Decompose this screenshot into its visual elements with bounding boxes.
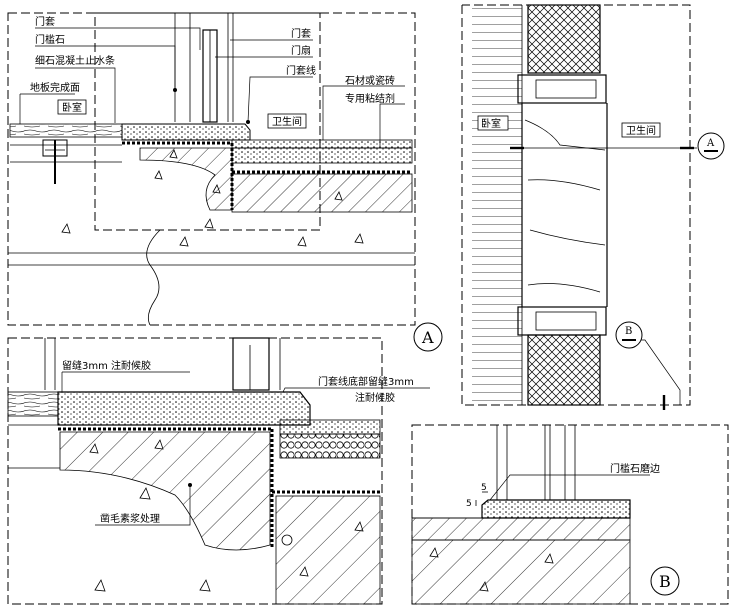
section-b-text: B — [625, 326, 632, 337]
label-concrete-waterstop: 细石混凝土止水条 — [35, 54, 115, 67]
detail-threshold-stone — [57, 391, 311, 426]
threshold-stone — [121, 123, 251, 141]
marker-a-circle — [413, 322, 443, 352]
section-a-circle — [697, 132, 725, 160]
section-b-circle — [615, 321, 643, 349]
detail-a-callout-frame — [94, 12, 321, 231]
label-door-cover: 门套 — [35, 15, 55, 28]
plan-frame — [461, 4, 691, 406]
marker-b-text: B — [659, 572, 671, 591]
main-section-view: 门套 门槛石 细石混凝土止水条 地板完成面 卧室 门套 门扇 门套线 石材或瓷砖… — [7, 12, 443, 352]
section-a-text: A — [706, 138, 715, 149]
label-gap-sealant: 留缝3mm 注耐候胶 — [62, 359, 151, 372]
main-view-frame — [7, 12, 416, 326]
upper-jamb — [527, 4, 601, 74]
label-stone-or-tile: 石材或瓷砖 — [345, 74, 395, 87]
label-door-trim: 门套线 — [286, 64, 316, 77]
plan-label-bathroom: 卫生间 — [626, 124, 656, 137]
lower-jamb — [527, 334, 601, 406]
label-door-leaf: 门扇 — [291, 44, 311, 57]
plan-view: A B 卧室 卫生间 — [461, 4, 725, 410]
label-bathroom: 卫生间 — [272, 115, 302, 128]
label-bedroom: 卧室 — [62, 101, 82, 114]
concrete-waterstop-slab — [139, 147, 233, 211]
plan-label-bedroom: 卧室 — [481, 117, 501, 130]
bedroom-wood-floor — [9, 123, 123, 138]
dim-5-side: 5 — [466, 499, 472, 509]
label-trim-gap-1: 门套线底部留缝3mm — [318, 375, 414, 388]
main-leaders — [19, 27, 405, 148]
detail-a-view: 留缝3mm 注耐候胶 门套线底部留缝3mm 注耐候胶 凿毛素浆处理 — [7, 337, 430, 605]
label-roughen: 凿毛素浆处理 — [100, 512, 160, 525]
label-floor-finish: 地板完成面 — [30, 81, 80, 94]
label-threshold-stone: 门槛石 — [35, 33, 65, 46]
marker-a-text: A — [421, 328, 434, 347]
detail-b-view: 5 5 门槛石磨边 B — [411, 424, 729, 605]
label-trim-gap-2: 注耐候胶 — [355, 391, 395, 404]
label-door-cover-right: 门套 — [291, 27, 311, 40]
detail-b-threshold — [481, 499, 631, 519]
detail-concrete — [59, 431, 271, 551]
door-trim-post — [232, 337, 270, 391]
label-threshold-chamfer: 门槛石磨边 — [610, 462, 660, 475]
marker-b-circle — [650, 566, 680, 596]
label-adhesive: 专用粘结剂 — [345, 92, 395, 105]
dim-5-top: 5 — [481, 483, 487, 493]
detail-a-frame — [7, 337, 383, 605]
bathroom-tile — [231, 139, 413, 149]
